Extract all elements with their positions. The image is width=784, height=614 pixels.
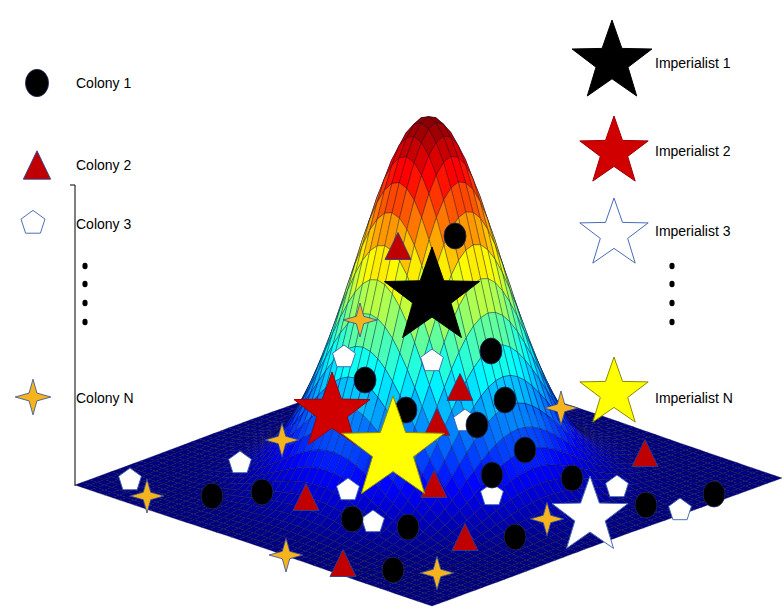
axis-lines (70, 185, 75, 486)
surface-mesh (75, 117, 782, 607)
vertical-axis (75, 185, 76, 486)
axis-tick (70, 185, 75, 186)
